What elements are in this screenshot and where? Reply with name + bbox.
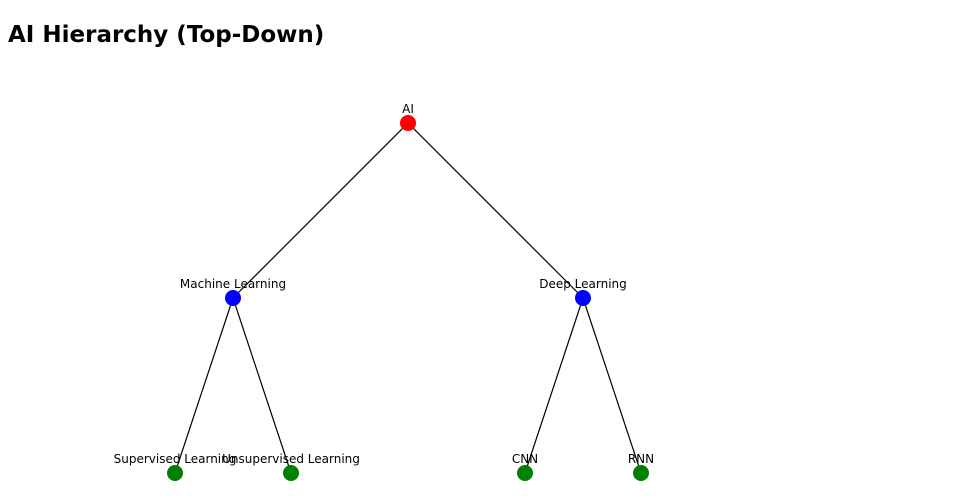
node-label-rnn: RNN <box>628 452 654 466</box>
labels-layer: AI Machine Learning Deep LearningSupervise… <box>114 102 655 466</box>
edge-ai-dl <box>407 122 584 299</box>
node-label-cnn: CNN <box>512 452 538 466</box>
diagram-title: AI Hierarchy (Top-Down) <box>8 22 325 48</box>
node-cnn <box>517 465 533 481</box>
node-ml <box>225 290 241 306</box>
edge-ml-ul <box>232 297 292 474</box>
edge-dl-cnn <box>524 297 584 474</box>
node-ul <box>283 465 299 481</box>
node-dl <box>575 290 591 306</box>
node-sl <box>167 465 183 481</box>
node-label-ml: Machine Learning <box>180 277 286 291</box>
nodes-layer <box>167 115 649 481</box>
node-label-ul: Unsupervised Learning <box>222 452 360 466</box>
node-ai <box>400 115 416 131</box>
edges-layer <box>174 122 642 474</box>
node-label-sl: Supervised Learning <box>114 452 237 466</box>
edge-ai-ml <box>232 122 409 299</box>
edge-dl-rnn <box>582 297 642 474</box>
edge-ml-sl <box>174 297 234 474</box>
node-label-ai: AI <box>402 102 414 116</box>
node-rnn <box>633 465 649 481</box>
node-label-dl: Deep Learning <box>539 277 627 291</box>
